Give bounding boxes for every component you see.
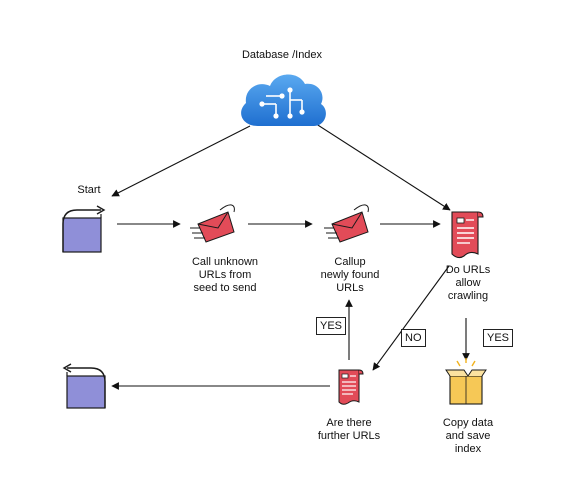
allow-crawling-line-1: Do URLs: [445, 264, 491, 276]
send-mail-icon: [324, 204, 369, 243]
start-label: Start: [77, 184, 101, 196]
call-unknown-line-1: Call unknown: [191, 256, 259, 268]
further-urls-line-1: Are there: [326, 417, 372, 429]
allow-crawling-line-3: crawling: [447, 290, 489, 302]
open-box-icon: [445, 358, 487, 405]
send-mail-icon: [190, 204, 235, 243]
no-tag: NO: [401, 329, 426, 347]
further-urls-label: Are there further URLs: [306, 417, 392, 443]
callup-line-1: Callup: [334, 256, 366, 268]
end-loop-icon: [62, 363, 106, 409]
start-loop-icon: [62, 205, 106, 253]
copy-data-line-1: Copy data: [442, 417, 494, 429]
database-label: Database /Index: [241, 49, 323, 61]
edge-database-to-start: [111, 125, 251, 197]
call-unknown-line-2: URLs from: [198, 269, 252, 281]
callup-label: Callup newly found URLs: [304, 256, 396, 295]
copy-data-line-2: and save: [445, 430, 491, 442]
callup-line-3: URLs: [336, 282, 364, 294]
edge-allow-to-further: [372, 265, 450, 371]
yes-tag-up: YES: [316, 317, 347, 335]
call-unknown-line-3: seed to send: [193, 282, 257, 294]
call-unknown-label: Call unknown URLs from seed to send: [178, 256, 272, 295]
cloud-network-icon: [241, 74, 326, 126]
callup-line-2: newly found: [320, 269, 380, 281]
copy-data-line-3: index: [454, 443, 482, 455]
allow-crawling-label: Do URLs allow crawling: [433, 264, 503, 303]
yes-tag-down: YES: [483, 329, 514, 347]
edge-database-to-allow: [309, 119, 451, 211]
document-icon: [338, 369, 364, 405]
document-icon: [451, 211, 484, 259]
allow-crawling-line-2: allow: [455, 277, 481, 289]
further-urls-line-2: further URLs: [317, 430, 381, 442]
copy-data-label: Copy data and save index: [430, 417, 506, 456]
